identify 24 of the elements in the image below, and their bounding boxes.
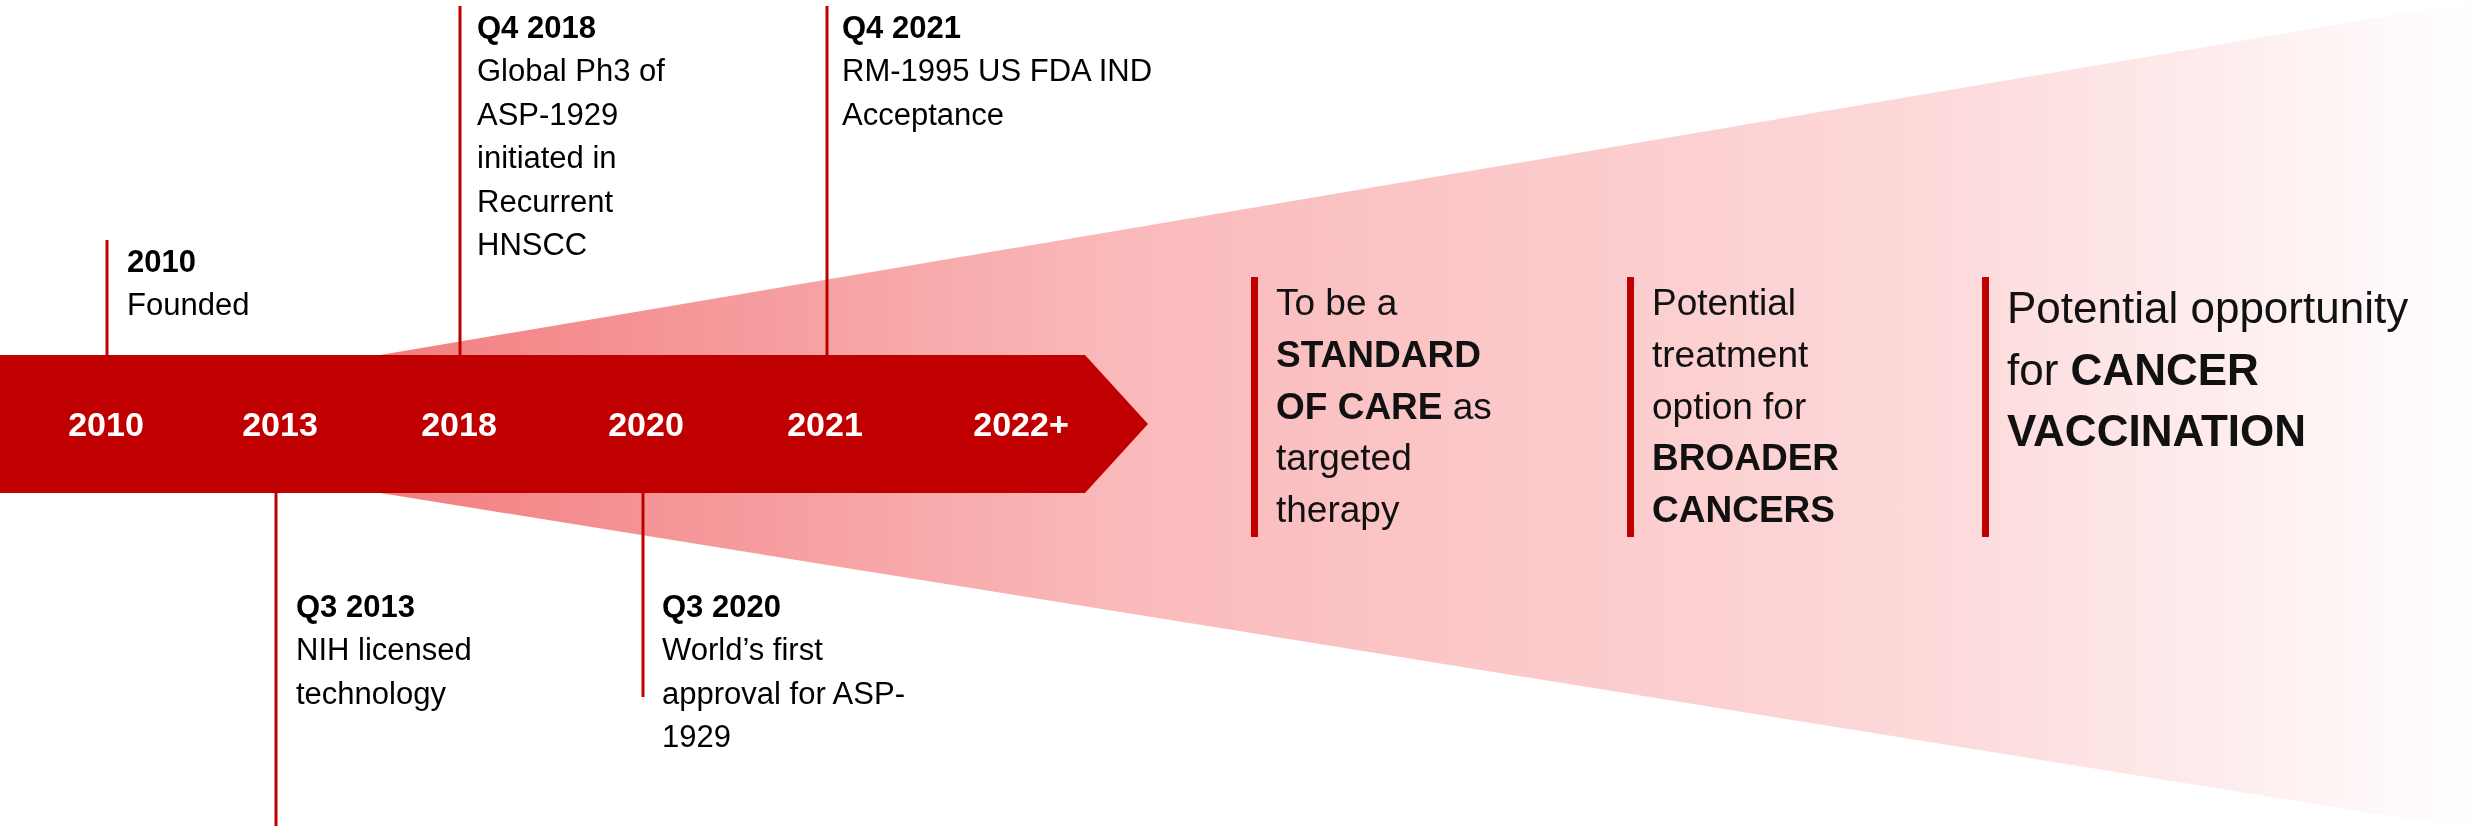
milestone-date: 2010 [127, 243, 197, 281]
milestone-description: Global Ph3 of ASP-1929 initiated in Recurrent HNSCC [477, 52, 666, 264]
leader-line [825, 6, 829, 355]
milestone-date: Q3 2020 [662, 588, 782, 626]
year-label: 2010 [68, 404, 144, 444]
leader-line [105, 240, 109, 355]
vision-statement: Potential opportunity for CANCER VACCINATION [1982, 277, 2447, 537]
year-label: 2022+ [973, 404, 1069, 444]
milestone-date: Q3 2013 [296, 588, 416, 626]
year-label: 2021 [787, 404, 863, 444]
milestone-description: RM-1995 US FDA IND Acceptance [842, 52, 1154, 134]
year-label: 2020 [608, 404, 684, 444]
milestone-date: Q4 2018 [477, 9, 597, 47]
leader-line [641, 493, 645, 697]
milestone-description: Founded [127, 286, 251, 325]
milestone-description: NIH licensed technology [296, 631, 473, 713]
vision-statement: Potential treatment option for BROADER CANCERS [1627, 277, 1902, 537]
milestone-description: World’s first approval for ASP-1929 [662, 631, 906, 757]
leader-line [458, 6, 462, 355]
leader-line [274, 493, 278, 828]
vision-statement: To be a STANDARD OF CARE as targeted therapy [1251, 277, 1511, 537]
year-label: 2013 [242, 404, 318, 444]
year-label: 2018 [421, 404, 497, 444]
milestone-date: Q4 2021 [842, 9, 962, 47]
